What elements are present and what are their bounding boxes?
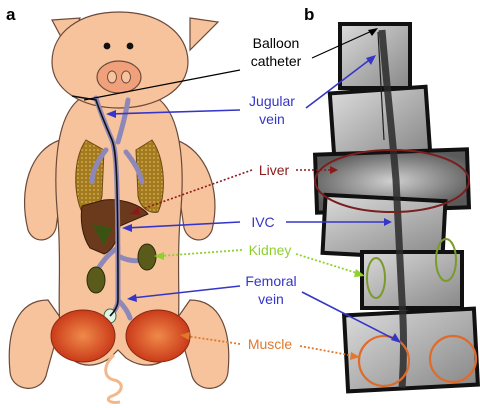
panel-b-label: b — [304, 5, 314, 24]
right-kidney — [137, 243, 157, 271]
right-muscle-highlight-ring — [428, 334, 478, 384]
left-muscle-highlight-ring — [357, 334, 411, 388]
muscle-arrow-right — [299, 345, 355, 357]
pig-tail — [104, 353, 123, 404]
xray-image-2 — [331, 88, 429, 158]
femoral-arrowhead-left — [127, 294, 137, 302]
left-thigh-muscle — [50, 309, 116, 363]
pig-illustration — [8, 11, 230, 404]
femoral-vein-label-line2: vein — [258, 291, 284, 307]
muscle-arrowhead-left — [180, 332, 190, 340]
left-kidney-highlight-ring — [366, 257, 386, 299]
ivc-arrow-left — [125, 221, 241, 229]
liver-arrowhead-left — [130, 207, 140, 215]
femoral-branch-right — [115, 297, 133, 321]
xray-vessel — [378, 29, 407, 389]
left-kidney — [86, 266, 106, 294]
pig-left-leg — [8, 299, 63, 389]
panel-a-label: a — [6, 5, 16, 24]
jugular-vein-label-line2: vein — [259, 111, 285, 127]
right-subclavian-branch — [123, 149, 145, 185]
ivc-arrowhead-left — [122, 224, 132, 232]
jugular-arrow-right — [305, 57, 373, 109]
balloon-catheter-label-line1: Balloon — [253, 35, 300, 51]
pig-left-nostril — [107, 70, 117, 84]
xray-image-4 — [324, 197, 444, 257]
jugular-vein-label-line1: Jugular — [249, 93, 295, 109]
pig-snout — [96, 60, 142, 94]
liver-label: Liver — [259, 162, 290, 178]
pig-right-ear — [189, 17, 220, 52]
muscle-arrowhead-right — [350, 352, 360, 360]
left-subclavian-branch — [89, 147, 109, 185]
catheter — [71, 95, 119, 317]
gallbladder — [92, 224, 112, 246]
jugular-arrowhead-right — [366, 55, 376, 65]
kidney-arrowhead-left — [154, 252, 164, 260]
kidney-arrow-left — [159, 249, 243, 257]
pig-right-nostril — [121, 70, 131, 84]
ivc-label: IVC — [251, 214, 274, 230]
muscle-label: Muscle — [248, 336, 293, 352]
liver-arrowhead-right — [330, 166, 338, 174]
liver-highlight-ring — [314, 149, 470, 213]
pig-head — [51, 11, 189, 109]
femoral-arrow-left — [131, 285, 241, 299]
jugular-arrowhead-left — [106, 110, 116, 118]
right-thigh-muscle — [125, 309, 191, 363]
xray-catheter — [377, 31, 385, 141]
pig-left-eye — [103, 42, 111, 50]
balloon-catheter-arrow-right — [311, 29, 375, 59]
balloon-catheter-label-line2: catheter — [251, 53, 302, 69]
pig-right-eye — [126, 42, 134, 50]
muscle-arrow-left — [185, 335, 241, 345]
balloon-catheter-pointer-left — [83, 69, 241, 101]
jugular-arrow-left — [109, 109, 241, 115]
annotation-labels: Balloon catheter Jugular vein Liver IVC … — [245, 35, 301, 352]
annotation-arrows — [83, 28, 401, 360]
balloon-catheter-arrowhead — [368, 28, 378, 36]
femoral-vein-label-line1: Femoral — [245, 273, 296, 289]
ivc-arrowhead-right — [384, 218, 392, 226]
femoral-arrow-right — [301, 291, 397, 341]
right-lung — [135, 139, 164, 213]
kidney-arrow-right — [295, 253, 361, 275]
liver-arrow-left — [133, 169, 253, 213]
right-kidney-highlight-ring — [435, 238, 457, 282]
kidney-arrowhead-right — [354, 269, 365, 277]
kidney-label: Kidney — [249, 242, 292, 258]
femoral-arrowhead-right — [391, 333, 401, 343]
right-jugular-branch — [115, 97, 131, 145]
